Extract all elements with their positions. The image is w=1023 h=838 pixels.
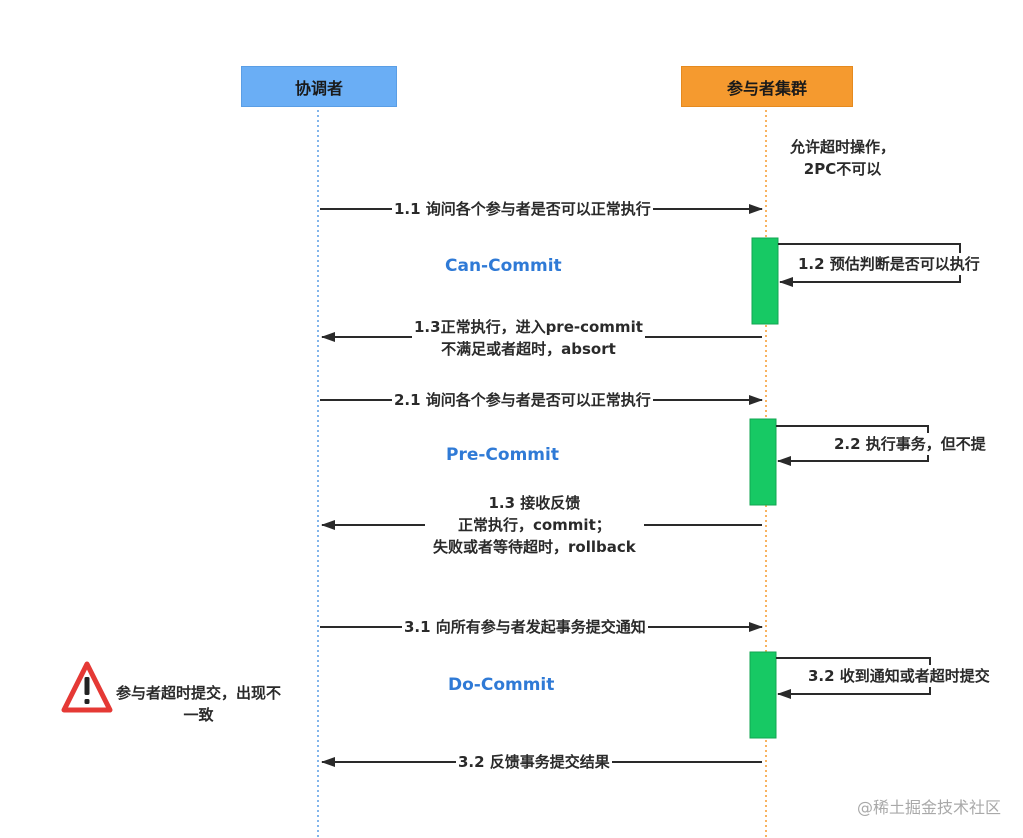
message-1-3-line1: 1.3正常执行，进入pre-commit: [414, 318, 643, 336]
phase-label-pre-commit: Pre-Commit: [446, 445, 559, 465]
warning-icon: [61, 661, 113, 713]
activation-bar-can-commit: [751, 237, 779, 325]
activation-bar-do-commit: [749, 651, 777, 739]
message-3-2: 3.2 收到通知或者超时提交: [806, 665, 992, 687]
timeout-note: 允许超时操作， 2PC不可以: [790, 136, 895, 180]
watermark: @稀土掘金技术社区: [856, 798, 1001, 817]
message-2-1: 2.1 询问各个参与者是否可以正常执行: [392, 389, 653, 411]
timeout-note-line2: 2PC不可以: [803, 160, 882, 178]
phase-label-can-commit: Can-Commit: [445, 256, 562, 276]
message-2-3-line3: 失败或者等待超时，rollback: [433, 538, 636, 556]
message-3-3: 3.2 反馈事务提交结果: [456, 751, 612, 773]
warning-note-line2: 一致: [183, 706, 214, 724]
message-1-1: 1.1 询问各个参与者是否可以正常执行: [392, 198, 653, 220]
participant-cluster-header: 参与者集群: [681, 66, 853, 107]
coordinator-header: 协调者: [241, 66, 397, 107]
warning-note-line1: 参与者超时提交，出现不: [116, 684, 282, 702]
timeout-note-line1: 允许超时操作，: [790, 138, 896, 156]
message-2-2: 2.2 执行事务，但不提: [832, 433, 988, 455]
phase-label-do-commit: Do-Commit: [448, 675, 555, 695]
message-2-3: 1.3 接收反馈 正常执行，commit； 失败或者等待超时，rollback: [425, 492, 644, 558]
message-1-2: 1.2 预估判断是否可以执行: [796, 253, 982, 275]
message-2-3-line2: 正常执行，commit；: [457, 516, 611, 534]
message-1-3: 1.3正常执行，进入pre-commit 不满足或者超时，absort: [412, 316, 645, 360]
activation-bar-pre-commit: [749, 418, 777, 506]
message-3-1: 3.1 向所有参与者发起事务提交通知: [402, 616, 648, 638]
message-1-3-line2: 不满足或者超时，absort: [441, 340, 616, 358]
inconsistency-warning-note: 参与者超时提交，出现不 一致: [116, 682, 281, 726]
message-2-3-line1: 1.3 接收反馈: [488, 494, 581, 512]
